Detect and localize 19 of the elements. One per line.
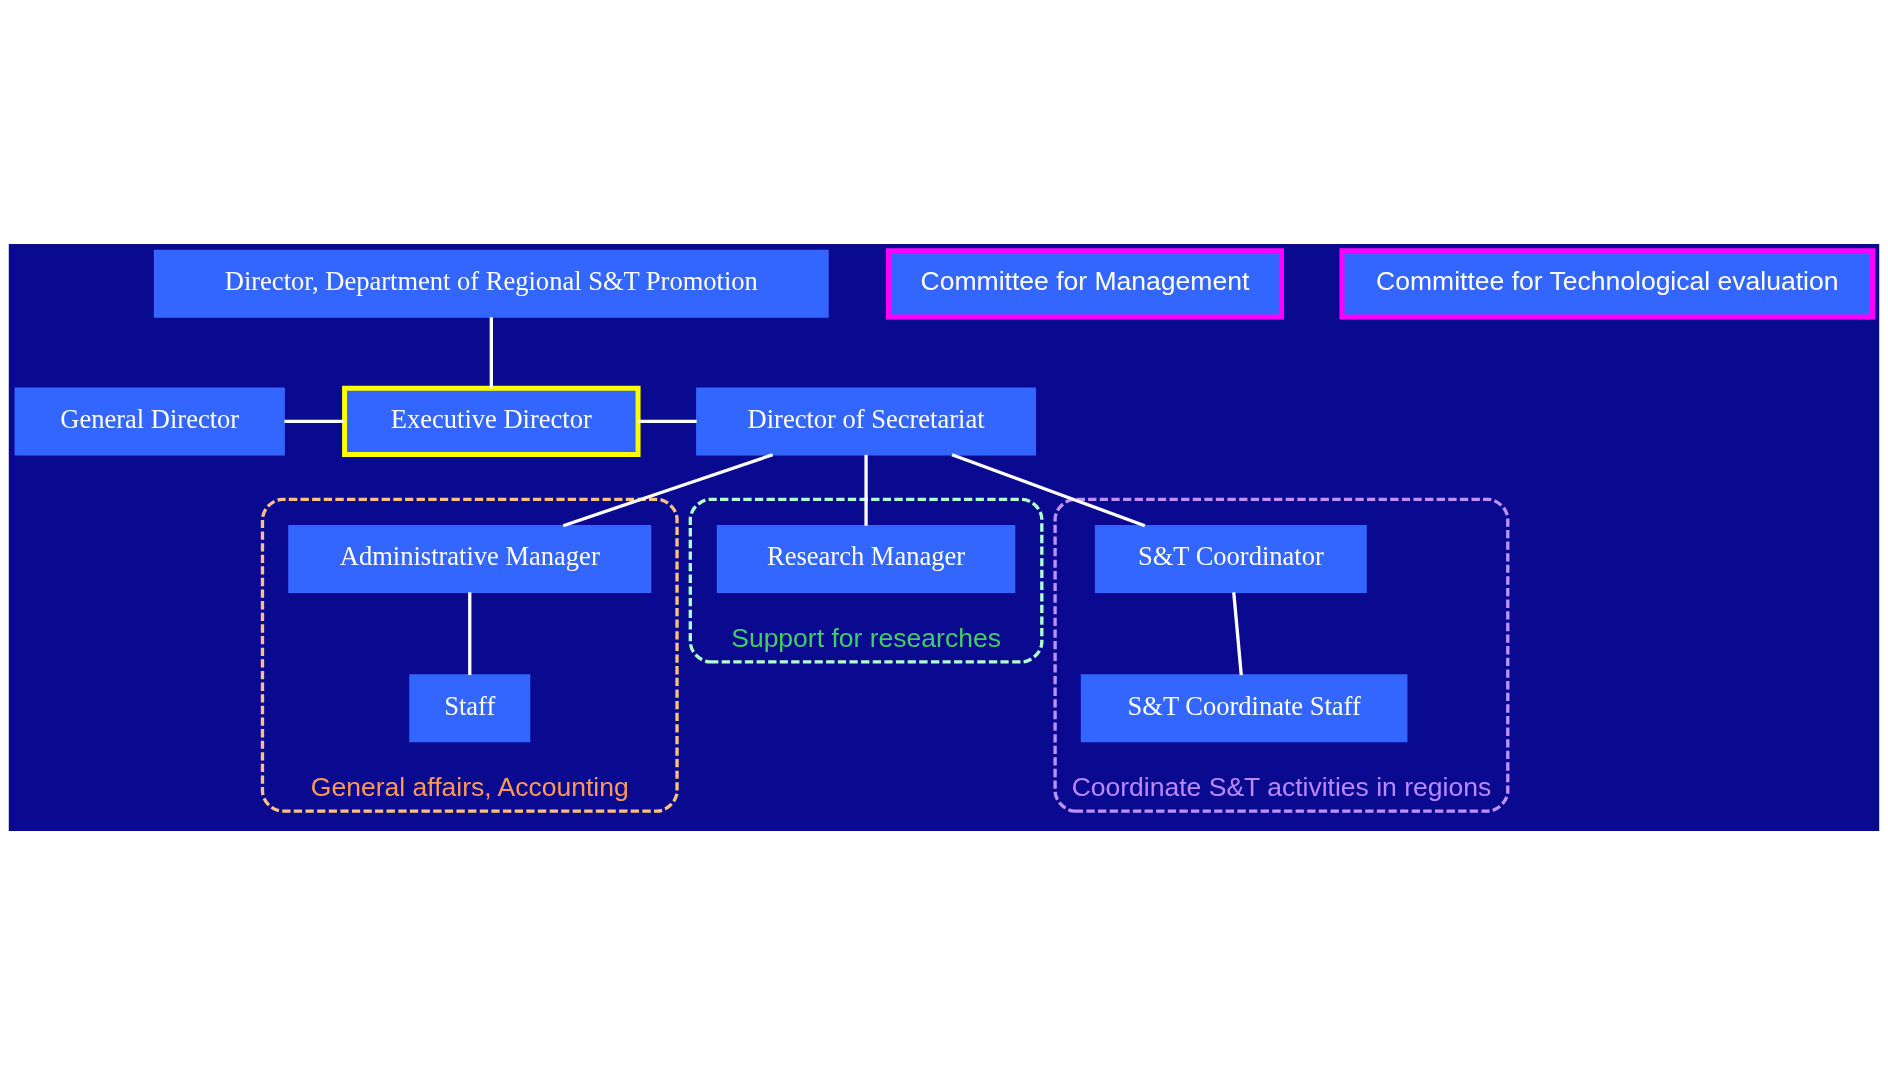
node-box: Committee for Technological evaluation [1339, 247, 1876, 319]
node-box: S&T Coordinate Staff [1080, 673, 1408, 742]
connector [468, 591, 472, 675]
connector [284, 419, 345, 423]
connector [562, 452, 774, 527]
node-box: Director, Department of Regional S&T Promotion [153, 249, 829, 318]
connector [489, 316, 493, 388]
connector [638, 419, 697, 423]
node-box: Director of Secretariat [696, 386, 1037, 455]
node-box: Staff [409, 673, 531, 742]
connector [864, 454, 868, 526]
node-box: S&T Coordinator [1094, 524, 1367, 593]
node-box: General Director [14, 386, 285, 455]
node-box: Administrative Manager [288, 524, 652, 593]
connector [951, 452, 1146, 527]
node-box: Research Manager [716, 524, 1016, 593]
node-box: Committee for Management [885, 247, 1284, 319]
node-box: Executive Director [342, 385, 641, 457]
connector [1232, 591, 1243, 675]
